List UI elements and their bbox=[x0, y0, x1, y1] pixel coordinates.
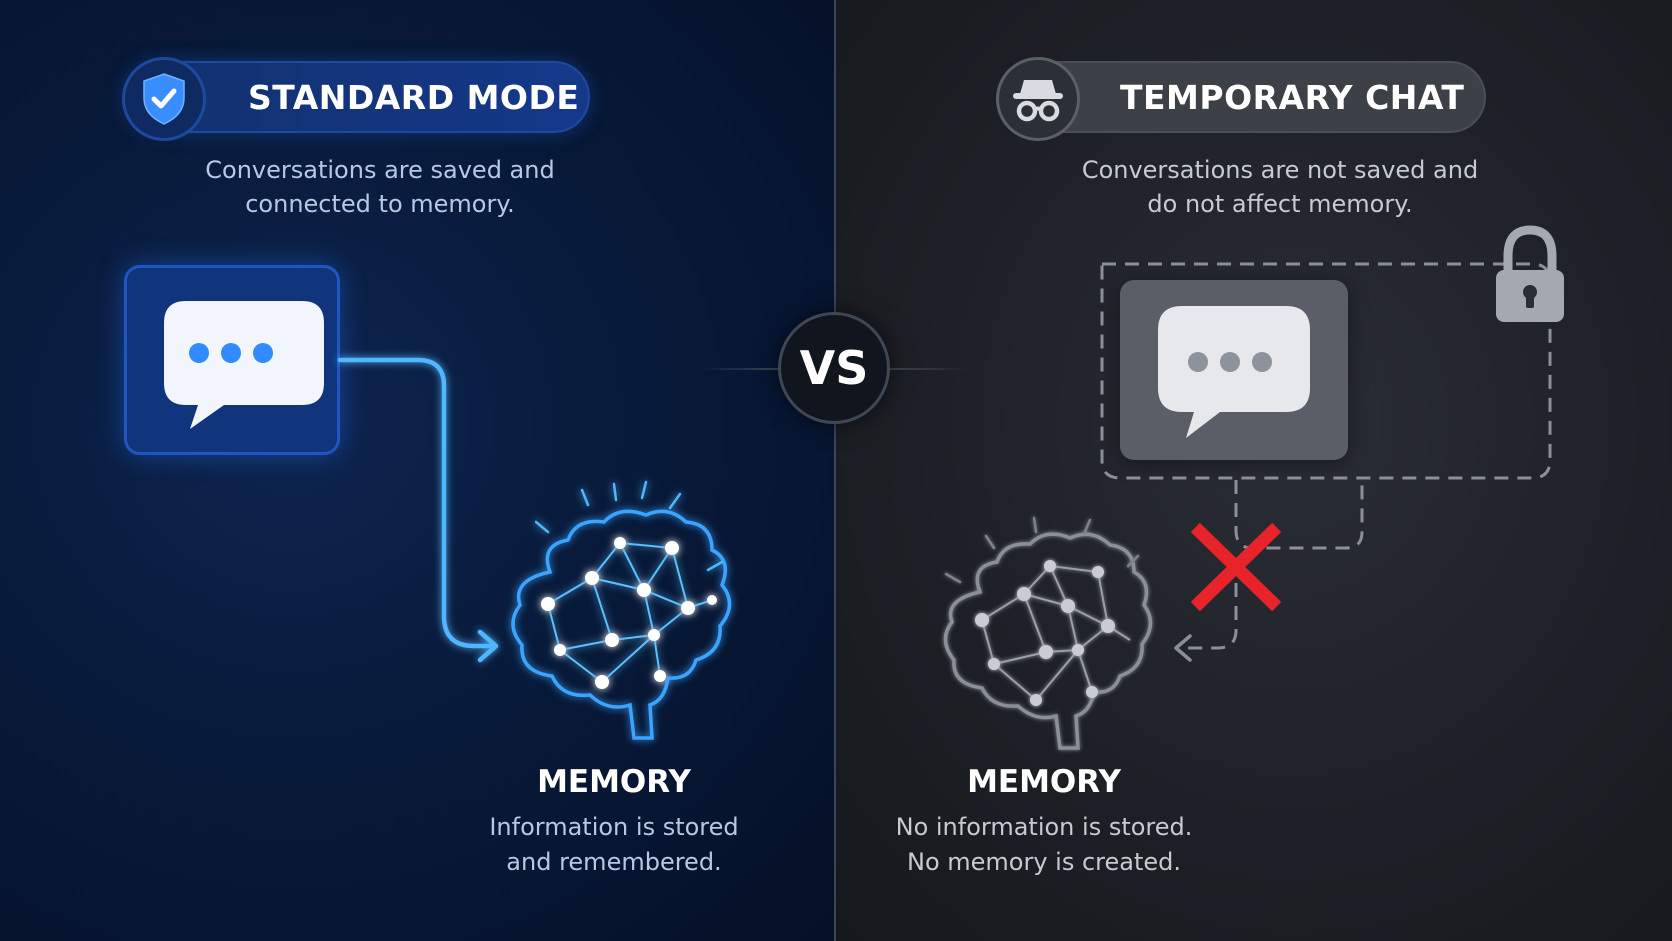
temporary-chat-panel bbox=[835, 0, 1672, 941]
vs-label: VS bbox=[799, 341, 869, 395]
vs-badge: VS bbox=[778, 312, 890, 424]
memory-connector-arrow bbox=[337, 357, 499, 663]
temporary-memory-description: No information is stored. No memory is c… bbox=[874, 810, 1214, 880]
vs-line-left bbox=[700, 368, 780, 370]
dashed-boundary bbox=[1100, 262, 1552, 650]
temporary-chat-box bbox=[1120, 280, 1348, 460]
memory-description-line: Information is stored bbox=[489, 813, 739, 841]
blocked-arrowhead bbox=[1174, 634, 1192, 662]
description-line: do not affect memory. bbox=[1147, 190, 1413, 218]
memory-description-line: and remembered. bbox=[506, 848, 722, 876]
temporary-chat-header: TEMPORARY CHAT bbox=[996, 57, 1486, 141]
memory-description-line: No information is stored. bbox=[895, 813, 1193, 841]
padlock-icon bbox=[1496, 225, 1564, 322]
temporary-chat-description: Conversations are not saved and do not a… bbox=[1030, 153, 1530, 221]
shield-check-icon bbox=[122, 57, 206, 141]
brain-memory-icon bbox=[511, 480, 732, 740]
chat-bubble-icon bbox=[1158, 306, 1310, 438]
description-line: Conversations are not saved and bbox=[1081, 156, 1479, 184]
standard-mode-title: STANDARD MODE bbox=[248, 77, 580, 117]
temporary-chat-title: TEMPORARY CHAT bbox=[1120, 77, 1465, 117]
standard-chat-box bbox=[124, 265, 340, 455]
standard-mode-header: STANDARD MODE bbox=[122, 57, 590, 141]
vs-line-right bbox=[890, 368, 970, 370]
description-line: Conversations are saved and bbox=[205, 156, 555, 184]
temporary-memory-title: MEMORY bbox=[967, 764, 1121, 800]
standard-memory-title: MEMORY bbox=[537, 764, 691, 800]
incognito-icon bbox=[996, 57, 1080, 141]
memory-description-line: No memory is created. bbox=[906, 848, 1182, 876]
standard-mode-panel bbox=[0, 0, 835, 941]
brain-memory-icon bbox=[943, 516, 1153, 750]
standard-memory-description: Information is stored and remembered. bbox=[454, 810, 774, 880]
chat-bubble-icon bbox=[164, 301, 324, 429]
center-divider bbox=[834, 0, 836, 941]
red-x-icon bbox=[1190, 522, 1282, 612]
standard-mode-description: Conversations are saved and connected to… bbox=[140, 153, 620, 221]
description-line: connected to memory. bbox=[245, 190, 515, 218]
